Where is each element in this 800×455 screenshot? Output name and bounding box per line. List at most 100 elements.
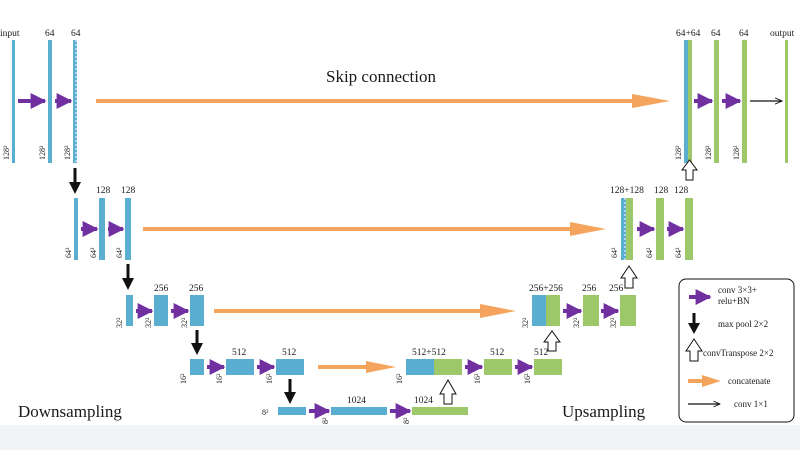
channel-label: 256 [154, 284, 169, 294]
size-label: 16² [265, 373, 274, 384]
channel-label: 256+256 [529, 284, 563, 294]
level-1-decoder: 64+64 64 64 output 128² 128² 128² [674, 29, 795, 163]
conv-block-l3-up-a [583, 295, 599, 326]
legend-maxpool-label: max pool 2×2 [718, 319, 768, 329]
concat-block-l1-green [688, 40, 692, 163]
size-label: 32² [115, 317, 124, 328]
channel-label: 64 [71, 29, 81, 39]
conv-block-l2-up-b [685, 198, 693, 260]
upsampling-label: Upsampling [562, 402, 646, 421]
size-label: 16² [523, 373, 532, 384]
conv-block-l2-in [74, 198, 78, 260]
conv-block-l1-up-a [714, 40, 719, 163]
concat-block-l3-green [546, 295, 560, 326]
input-block [12, 40, 15, 163]
size-label: 32² [144, 317, 153, 328]
size-label: 64² [115, 247, 124, 258]
size-label: 32² [521, 317, 530, 328]
size-label: 16² [395, 373, 404, 384]
size-label: 128² [704, 145, 713, 160]
channel-label: 64+64 [676, 29, 701, 39]
level-3-encoder: 256 256 32² 32² 32² [115, 284, 204, 328]
size-label: 128² [63, 145, 72, 160]
channel-label: 128+128 [610, 186, 644, 196]
channel-label: 128 [121, 186, 136, 196]
concat-block-l4-green [434, 359, 462, 375]
conv-block-l5-in [278, 407, 306, 415]
channel-label: 1024 [414, 396, 433, 406]
conv-block-l4-up-b [534, 359, 562, 375]
legend-conv1x1-label: conv 1×1 [734, 399, 768, 409]
size-label: 16² [473, 373, 482, 384]
level-1-encoder: input 64 64 128² 128² 128² [0, 29, 81, 163]
level-2-encoder: 128 128 64² 64² 64² [64, 186, 136, 260]
input-label: input [0, 29, 20, 39]
channel-label: 512 [490, 348, 505, 358]
size-label: 32² [180, 317, 189, 328]
skip-connection-l2 [143, 222, 606, 236]
concat-block-l2-blue [621, 198, 626, 260]
maxpool-arrow [284, 379, 296, 404]
size-label: 64² [64, 247, 73, 258]
size-label: 8² [262, 408, 269, 417]
channel-label: 256 [609, 284, 624, 294]
size-label: 64² [89, 247, 98, 258]
conv-block-l2-b [125, 198, 131, 260]
conv-block-l3-up-b [620, 295, 636, 326]
downsampling-label: Downsampling [18, 402, 122, 421]
channel-label: 64 [45, 29, 55, 39]
size-label: 8² [321, 417, 330, 424]
size-label: 16² [215, 373, 224, 384]
concat-block-l1-blue [684, 40, 688, 163]
size-label: 128² [674, 145, 683, 160]
concat-block-l2-green [626, 198, 633, 260]
conv-block-l2-a [99, 198, 105, 260]
conv-block-l4-a [226, 359, 254, 375]
conv-block-l3-b [190, 295, 204, 326]
maxpool-arrow [69, 168, 81, 194]
level-2-decoder: 128+128 128 128 64² 64² 64² [610, 186, 693, 260]
conv-block-l5-a [331, 407, 387, 415]
conv-block-l3-a [154, 295, 168, 326]
legend: conv 3×3+ relu+BN max pool 2×2 convTrans… [678, 278, 795, 423]
channel-label: 512 [534, 348, 549, 358]
channel-label: 1024 [347, 396, 366, 406]
size-label: 32² [572, 317, 581, 328]
concat-block-l4-blue [406, 359, 434, 375]
output-block [785, 40, 788, 163]
conv-block-l4-up-a [484, 359, 512, 375]
skip-arrowhead [366, 361, 396, 373]
level-4-encoder: 512 512 16² 16² 16² [179, 348, 304, 384]
size-label: 128² [732, 145, 741, 160]
legend-concat-arrowhead [702, 375, 721, 387]
size-label: 8² [402, 417, 411, 424]
convtranspose-arrow [439, 378, 457, 405]
output-label: output [770, 29, 795, 39]
size-label: 128² [2, 145, 11, 160]
conv-block-l1-a [48, 40, 52, 163]
skip-connection-l3 [214, 304, 516, 318]
legend-convtranspose-label: convTranspose 2×2 [703, 348, 774, 358]
legend-concat-label: concatenate [728, 376, 770, 386]
channel-label: 512+512 [412, 348, 446, 358]
bottom-band [0, 425, 800, 450]
size-label: 128² [38, 145, 47, 160]
size-label: 32² [609, 317, 618, 328]
legend-conv-label: conv 3×3+ [718, 285, 757, 295]
conv-block-l1-b [73, 40, 77, 163]
maxpool-arrow [122, 264, 134, 290]
channel-label: 128 [654, 186, 669, 196]
legend-box [678, 278, 795, 423]
skip-arrowhead [570, 222, 606, 236]
channel-label: 64 [711, 29, 721, 39]
channel-label: 64 [739, 29, 749, 39]
skip-connection-l1: Skip connection [96, 67, 670, 108]
channel-label: 256 [582, 284, 597, 294]
maxpool-arrow [191, 330, 203, 355]
convtranspose-arrow [620, 265, 638, 289]
conv-block-l1-up-b [742, 40, 747, 163]
channel-label: 128 [674, 186, 689, 196]
level-4-decoder: 512+512 512 512 16² 16² 16² [395, 348, 562, 384]
